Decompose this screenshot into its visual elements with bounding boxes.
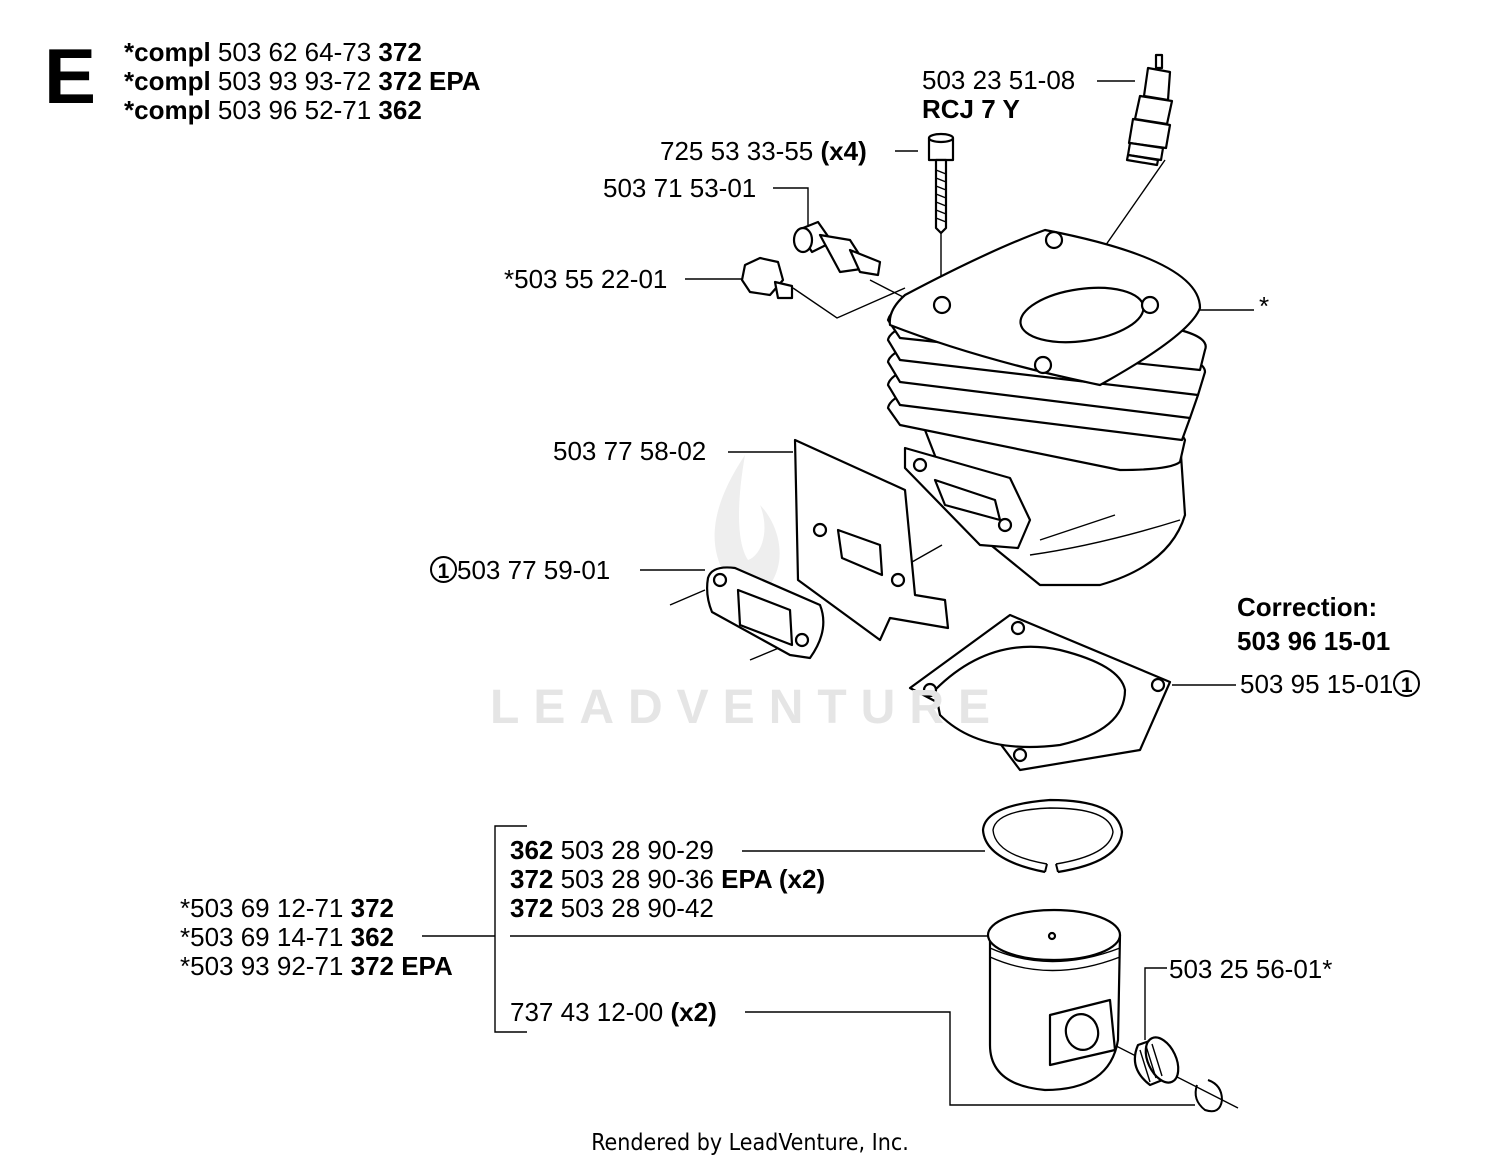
circlip-icon xyxy=(1194,1079,1224,1113)
label-cylinder: * xyxy=(1259,291,1270,321)
label-piston-ring-1: 362 503 28 90-29 xyxy=(510,835,714,865)
header-line-2: *compl 503 93 93-72 372 EPA xyxy=(124,66,481,96)
label-piston-ring-2: 372 503 28 90-36 EPA (x2) xyxy=(510,864,826,894)
label-piston-kit-2: *503 69 14-71 362 xyxy=(180,922,394,952)
label-correction: Correction: xyxy=(1237,592,1378,622)
ref-number-badge: 1 xyxy=(430,556,457,583)
label-plate: 503 77 58-02 xyxy=(553,436,707,466)
muffler-gasket-icon xyxy=(706,566,825,660)
label-spark-plug: 503 23 51-08 xyxy=(922,65,1076,95)
label-bearing: 503 25 56-01* xyxy=(1169,954,1333,984)
needle-bearing-icon xyxy=(1133,1036,1180,1087)
label-correction-number: 503 96 15-01 xyxy=(1237,626,1391,656)
plate-icon xyxy=(793,438,950,642)
label-piston-kit-1: *503 69 12-71 372 xyxy=(180,893,394,923)
label-spark-plug-spec: RCJ 7 Y xyxy=(922,94,1020,124)
header-line-3: *compl 503 96 52-71 362 xyxy=(124,95,422,125)
label-plug-nut: *503 55 22-01 xyxy=(504,264,668,294)
decompression-valve-icon xyxy=(792,220,882,277)
ref-number-badge: 1 xyxy=(1393,670,1421,697)
watermark-flame-icon xyxy=(714,455,780,598)
label-piston-kit-3: *503 93 92-71 372 EPA xyxy=(180,951,453,981)
cylinder-icon xyxy=(886,228,1207,587)
header-line-1: *compl 503 62 64-73 372 xyxy=(124,37,422,67)
spark-plug-icon xyxy=(1125,53,1174,167)
label-valve: 503 71 53-01 xyxy=(603,173,757,203)
piston-icon xyxy=(986,908,1122,1092)
label-circlip: 737 43 12-00 (x2) xyxy=(510,997,717,1027)
piston-ring-icon xyxy=(981,798,1124,874)
section-letter: E xyxy=(44,32,97,120)
label-piston-ring-3: 372 503 28 90-42 xyxy=(510,893,714,923)
watermark: LEADVENTURE xyxy=(490,681,1005,734)
screw-icon xyxy=(927,132,955,235)
footer-credit: Rendered by LeadVenture, Inc. xyxy=(591,1130,909,1156)
label-screw: 725 53 33-55 (x4) xyxy=(660,136,867,166)
base-gasket-icon xyxy=(908,613,1172,772)
plug-nut-icon xyxy=(740,256,794,300)
